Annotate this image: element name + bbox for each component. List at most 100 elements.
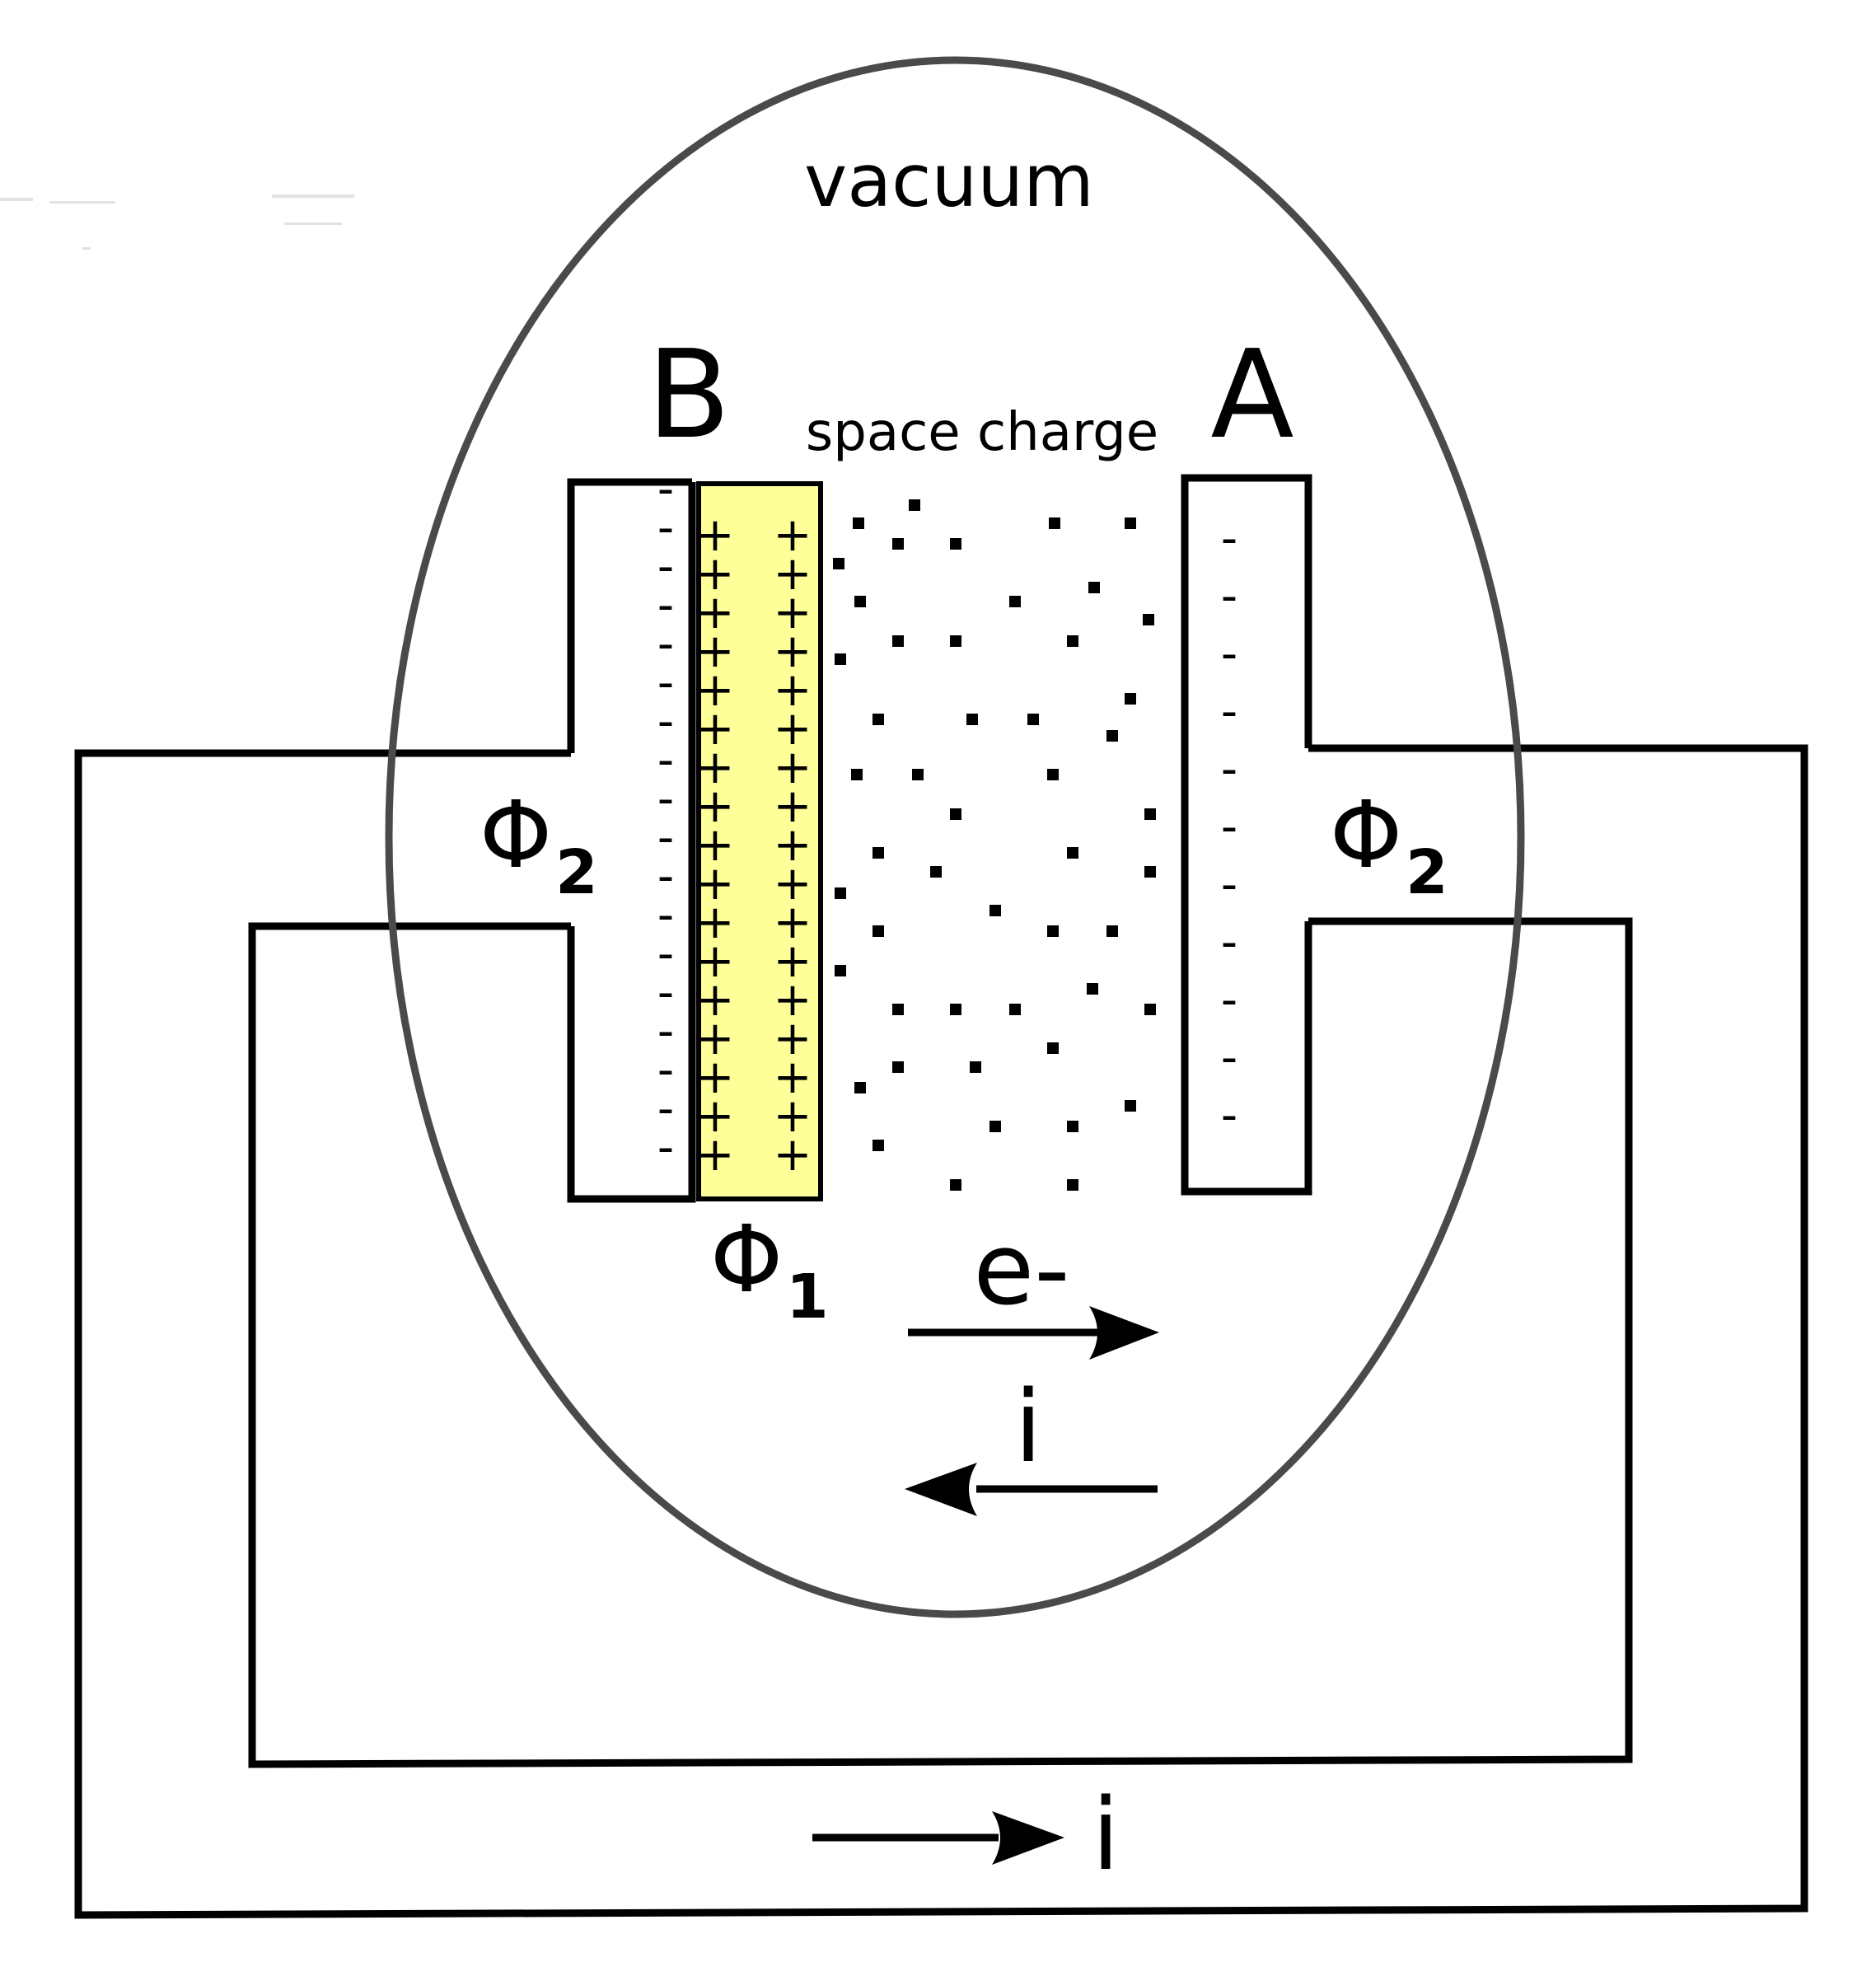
plus-charge: + — [696, 780, 735, 833]
electron-dot — [970, 1061, 981, 1073]
minus-charge: - — [1221, 627, 1237, 681]
electron-dot — [892, 635, 904, 647]
electron-dot — [873, 847, 884, 859]
electron-dot — [989, 1121, 1001, 1132]
electron-dot — [950, 635, 961, 647]
electron-dot — [1143, 614, 1154, 625]
plus-charge: + — [774, 547, 812, 601]
outer-circuit-wire — [74, 744, 1808, 1919]
plus-charge: + — [774, 663, 812, 717]
plus-charge: + — [696, 1012, 735, 1065]
electron-label: e- — [973, 1213, 1069, 1327]
plus-charge: + — [774, 508, 812, 562]
electron-dot — [950, 1179, 961, 1191]
minus-charge: - — [657, 462, 674, 516]
electrode-a-label: A — [1210, 324, 1294, 466]
minus-charge: - — [657, 578, 674, 632]
electron-dot — [1067, 635, 1078, 647]
electron-dot — [892, 1061, 904, 1073]
electron-dot — [1144, 808, 1156, 820]
minus-charge: - — [657, 850, 674, 903]
electron-dot — [851, 769, 863, 780]
minus-charge: - — [1221, 973, 1237, 1027]
plus-charge: + — [774, 973, 812, 1027]
plus-charge: + — [696, 1051, 735, 1104]
minus-charge: - — [657, 772, 674, 826]
inner-circuit-wire — [248, 917, 1633, 1768]
electron-dot — [1047, 769, 1059, 780]
electron-dot — [930, 866, 942, 878]
electron-dot — [1106, 925, 1118, 937]
electrode-b-body — [567, 478, 696, 1203]
electron-dot — [835, 965, 846, 976]
electron-dot — [1047, 925, 1059, 937]
plus-charge: + — [696, 818, 735, 872]
minus-charge: - — [1221, 512, 1237, 565]
electron-dot — [835, 653, 846, 665]
plus-charge: + — [696, 1089, 735, 1143]
electron-dot — [873, 714, 884, 725]
electron-dot — [1009, 1004, 1021, 1015]
electron-dot — [1144, 1004, 1156, 1015]
electron-dot — [950, 808, 961, 820]
electron-dot — [1027, 714, 1039, 725]
work-function-phi2-left: Φ2 — [480, 782, 598, 908]
work-function-phi2-right: Φ2 — [1330, 782, 1448, 908]
electrode-a-body — [1181, 474, 1312, 1196]
electron-dot — [950, 538, 961, 550]
electron-dot — [1067, 847, 1078, 859]
plus-charge: + — [774, 702, 812, 756]
space-charge-cloud — [833, 499, 1156, 1191]
plus-charge: + — [774, 857, 812, 911]
plus-charge: + — [774, 780, 812, 833]
electron-dot — [966, 714, 978, 725]
electron-dot — [1049, 517, 1060, 529]
minus-charge: - — [657, 927, 674, 981]
plus-charge: + — [774, 818, 812, 872]
electron-dot — [892, 538, 904, 550]
plus-charge: + — [696, 973, 735, 1027]
electron-dot — [1125, 693, 1136, 705]
electron-dot — [854, 1082, 866, 1093]
plus-charge: + — [696, 547, 735, 601]
minus-charge: - — [657, 695, 674, 748]
vacuum-envelope — [385, 56, 1525, 1618]
electron-dot — [873, 925, 884, 937]
plus-charge: + — [774, 1089, 812, 1143]
electron-dot — [1087, 983, 1098, 995]
minus-charge: - — [1221, 800, 1237, 854]
internal-current-arrow — [905, 1463, 1158, 1516]
plus-charge: + — [696, 625, 735, 678]
electron-dot — [1047, 1042, 1059, 1054]
minus-charge: - — [1221, 1031, 1237, 1084]
electron-dot — [873, 1140, 884, 1151]
plus-charge: + — [696, 741, 735, 794]
minus-charge: - — [657, 501, 674, 555]
plus-charge: + — [696, 508, 735, 562]
minus-charge: - — [1221, 569, 1237, 623]
plus-charge: + — [774, 1012, 812, 1065]
electron-dot — [854, 596, 866, 607]
plus-charge: + — [696, 896, 735, 949]
electron-dot — [853, 517, 864, 529]
plus-charge: + — [696, 663, 735, 717]
plus-charge: + — [774, 896, 812, 949]
electron-dot — [1125, 1100, 1136, 1112]
plus-charge: + — [696, 586, 735, 639]
scan-smudge-marks — [0, 194, 354, 250]
electron-dot — [1144, 866, 1156, 878]
minus-charge: - — [657, 888, 674, 942]
plus-charge: + — [774, 1128, 812, 1182]
electron-dot — [835, 887, 846, 899]
minus-charge: - — [1221, 915, 1237, 969]
vacuum-label: vacuum — [804, 138, 1094, 223]
minus-charge: - — [1221, 1089, 1237, 1142]
external-current-arrow — [812, 1811, 1064, 1865]
plus-charge: + — [696, 702, 735, 756]
plus-charge: + — [774, 934, 812, 988]
plus-charge: + — [696, 934, 735, 988]
electron-dot — [950, 1004, 961, 1015]
plus-charge: + — [774, 1051, 812, 1104]
